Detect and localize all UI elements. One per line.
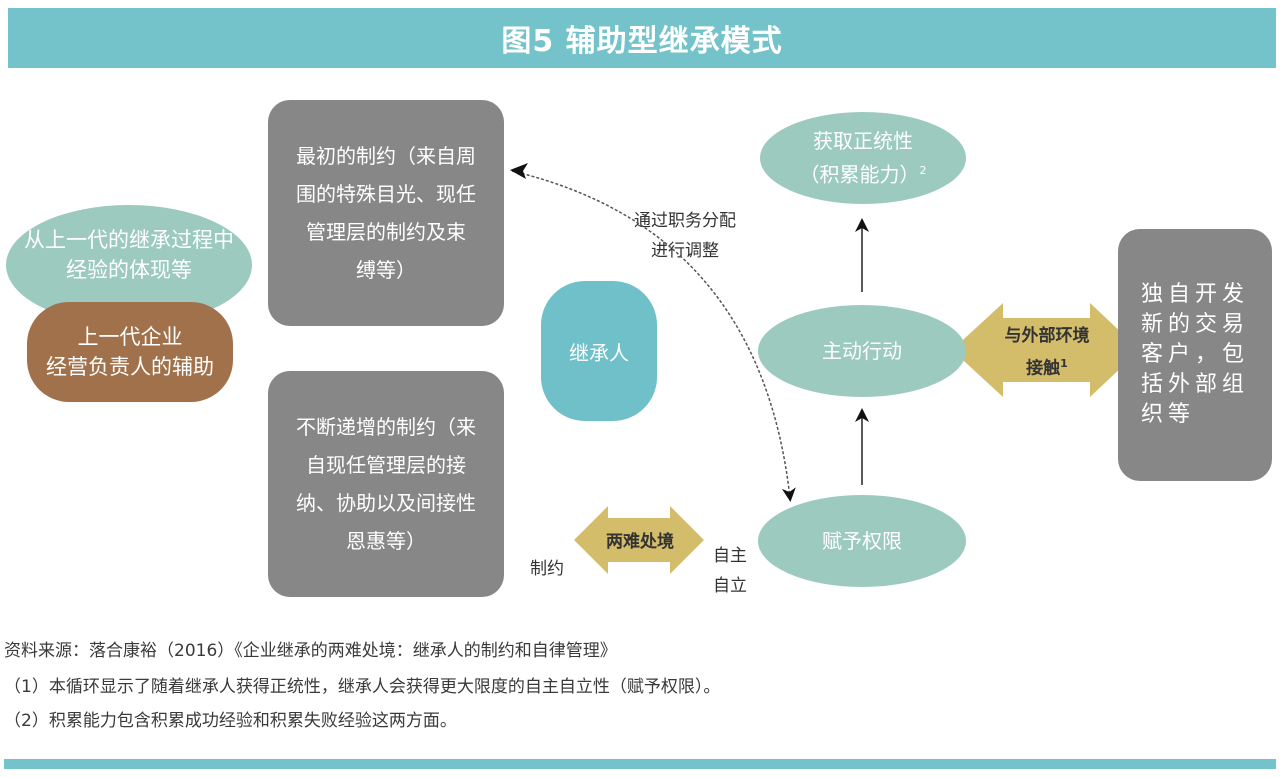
increasing-constraints-box: 不断递增的制约（来 自现任管理层的接 纳、协助以及间接性 恩惠等） (268, 371, 504, 597)
dashed-adjust-arrow-head-left (510, 163, 528, 179)
dilemma-label: 两难处境 (606, 532, 674, 552)
dashed-adjust-arrow (511, 170, 796, 502)
successor-node: 继承人 (541, 281, 657, 421)
figure-title: 图5 辅助型继承模式 (501, 24, 783, 59)
source-note: 资料来源：落合康裕（2016）《企业继承的两难处境：继承人的制约和自律管理》 (4, 641, 617, 661)
inheritance-experience-ellipse: 从上一代的继承过程中 经验的体现等 (6, 205, 252, 325)
footnote-2: （2）积累能力包含积累成功经验和积累失败经验这两方面。 (4, 711, 457, 731)
predecessor-assist-pill: 上一代企业 经营负责人的辅助 (27, 302, 233, 402)
legitimacy-ellipse: 获取正统性（积累能力）2 (760, 112, 966, 204)
external-development-box: 独自开发 新的交易 客户，包 括外部组 织等 (1118, 229, 1272, 481)
predecessor-assist-text: 上一代企业 经营负责人的辅助 (46, 325, 214, 379)
external-contact-label: 与外部环境接触1 (1004, 326, 1090, 379)
inheritance-experience-text: 从上一代的继承过程中 经验的体现等 (24, 228, 234, 282)
grant-authority-ellipse: 赋予权限 (758, 495, 966, 587)
title-bar: 图5 辅助型继承模式 (8, 8, 1276, 68)
initial-constraints-text: 最初的制约（来自周 围的特殊目光、现任 管理层的制约及束 缚等） (296, 144, 476, 282)
footnote-1: （1）本循环显示了随着继承人获得正统性，继承人会获得更大限度的自主自立性（赋予权… (4, 677, 721, 697)
constraint-side-label: 制约 (530, 559, 564, 579)
autonomy-side-label: 自主 自立 (713, 546, 747, 596)
legitimacy-text: 获取正统性（积累能力）2 (799, 129, 927, 187)
bottom-bar (4, 759, 1276, 769)
adjust-label: 通过职务分配 进行调整 (612, 176, 758, 266)
external-development-text: 独自开发 新的交易 客户，包 括外部组 织等 (1140, 282, 1249, 427)
successor-text: 继承人 (569, 340, 629, 365)
initial-constraints-box: 最初的制约（来自周 围的特殊目光、现任 管理层的制约及束 缚等） (268, 100, 504, 326)
adjust-label-text: 通过职务分配 进行调整 (634, 211, 736, 261)
grant-authority-text: 赋予权限 (822, 529, 902, 553)
increasing-constraints-text: 不断递增的制约（来 自现任管理层的接 纳、协助以及间接性 恩惠等） (296, 415, 476, 553)
dilemma-arrow (574, 506, 704, 574)
active-action-text: 主动行动 (822, 339, 902, 363)
active-action-ellipse: 主动行动 (758, 305, 966, 397)
external-contact-arrow (952, 303, 1140, 397)
